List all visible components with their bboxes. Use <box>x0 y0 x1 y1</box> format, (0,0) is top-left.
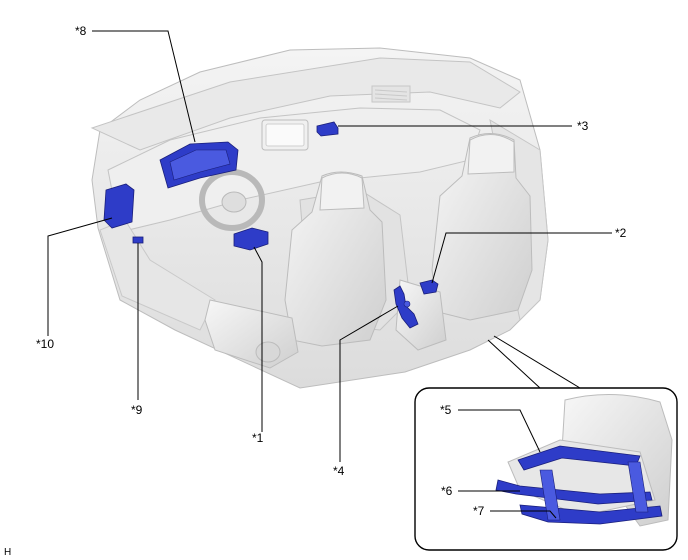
seat-track-cross <box>539 469 561 521</box>
callout-8: *8 <box>75 24 87 38</box>
component-10-ecu <box>103 183 135 229</box>
steering-wheel <box>199 169 265 231</box>
front-seats <box>204 133 533 369</box>
callout-4: *4 <box>333 464 345 478</box>
component-3-module <box>316 121 339 137</box>
callout-3: *3 <box>577 119 589 133</box>
leader-5 <box>458 409 541 453</box>
component-4-plug <box>403 300 411 308</box>
callout-1: *1 <box>252 431 264 445</box>
inset-pointer-a <box>487 339 541 389</box>
component-1-module <box>233 227 269 251</box>
inset-detail <box>414 335 678 551</box>
callout-7: *7 <box>473 504 485 518</box>
screen-inner <box>265 123 305 147</box>
leader-7 <box>490 510 557 519</box>
seat-track-cross-2 <box>627 461 649 513</box>
leader-8 <box>92 30 196 143</box>
driver-headrest <box>319 172 365 211</box>
leader-10 <box>47 217 113 336</box>
callout-9: *9 <box>131 403 143 417</box>
leader-4 <box>339 305 399 462</box>
steering-hub <box>221 191 247 213</box>
callout-10: *10 <box>36 337 54 351</box>
leader-lines <box>47 30 612 462</box>
highlighted-components <box>103 121 439 329</box>
corner-mark: H <box>4 547 11 558</box>
vehicle-cabin <box>90 47 549 389</box>
seat-side-knob <box>255 341 281 363</box>
inset-pointer-b <box>493 335 581 389</box>
leader-2 <box>431 232 612 284</box>
callout-labels: *8 *3 *2 *10 *9 *1 *4 *5 *6 *7 H <box>4 24 627 558</box>
callout-6: *6 <box>441 484 453 498</box>
callout-2: *2 <box>615 226 627 240</box>
passenger-headrest <box>467 134 515 175</box>
component-8-meter-face <box>169 149 231 181</box>
leader-1 <box>253 246 263 432</box>
component-9-sensor <box>132 236 144 244</box>
component-2-connector <box>419 279 439 295</box>
callout-5: *5 <box>440 403 452 417</box>
driver-seat-back <box>284 171 387 347</box>
windshield-frame <box>90 57 521 151</box>
